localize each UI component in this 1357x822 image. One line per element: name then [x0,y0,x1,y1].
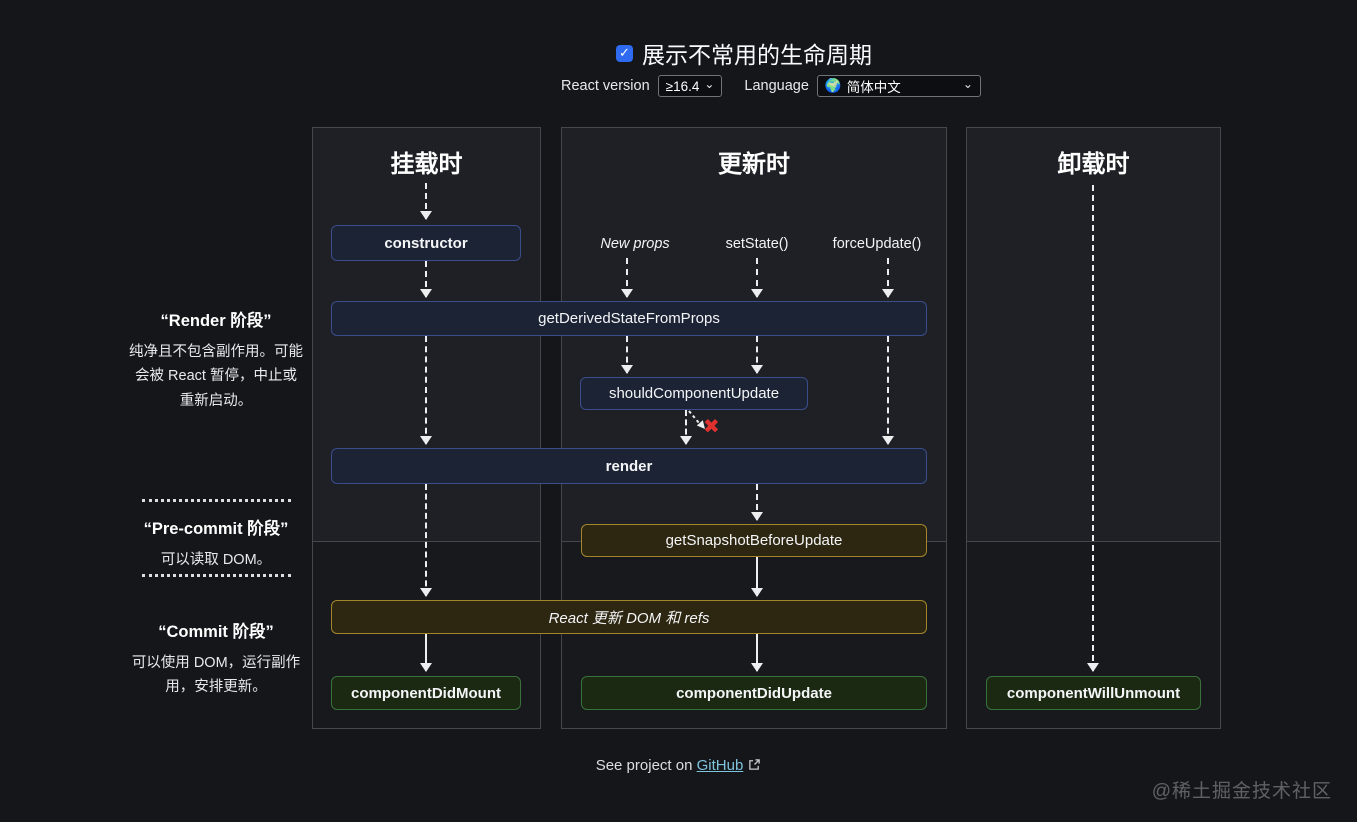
method-cwu-label: componentWillUnmount [1006,684,1181,702]
react-updates-dom-label: React 更新 DOM 和 refs [548,609,710,627]
chevron-down-icon: ⌄ [962,77,973,91]
method-should-component-update[interactable]: shouldComponentUpdate [580,377,808,410]
arrow-scu-false-branch [688,410,705,429]
external-link-icon [749,759,761,770]
react-version-label: React version [561,78,650,94]
arrow-setstate-to-gdsfp [751,258,763,298]
method-get-derived-state-from-props[interactable]: getDerivedStateFromProps [331,301,927,336]
language-select[interactable]: 🌍 简体中文 ⌄ [816,75,981,97]
arrow-render-to-reactdom-mount [420,484,432,597]
arrow-scu-to-render [680,410,692,445]
chevron-down-icon: ⌄ [704,77,715,91]
phase-precommit-title: “Pre-commit 阶段” [143,520,289,538]
react-updates-dom-box: React 更新 DOM 和 refs [331,600,927,634]
react-version-value: ≥16.4 [665,78,700,94]
method-constructor[interactable]: constructor [331,225,521,261]
method-component-did-mount[interactable]: componentDidMount [331,676,521,710]
method-scu-label: shouldComponentUpdate [608,385,780,402]
footer-text: See project on [595,757,697,774]
column-updating: 更新时 [561,127,947,729]
show-uncommon-label[interactable]: 展示不常用的生命周期 [642,42,872,68]
column-updating-title: 更新时 [718,151,790,178]
phase-render-desc: 纯净且不包含副作用。可能会被 React 暂停，中止或重新启动。 [129,344,303,409]
watermark: @稀土掘金技术社区 [1151,781,1332,802]
method-gdsfp-label: getDerivedStateFromProps [538,310,720,327]
arrow-reactdom-to-cdu [751,634,763,672]
method-render-label: render [605,457,653,475]
method-cdm-label: componentDidMount [351,684,501,702]
globe-icon: 🌍 [824,78,842,93]
arrow-gsbu-to-reactdom [751,557,763,597]
phase-commit-desc: 可以使用 DOM，运行副作用，安排更新。 [131,655,301,696]
method-component-will-unmount[interactable]: componentWillUnmount [986,676,1201,710]
phase-divider [142,499,291,502]
arrow-mount-to-constructor [420,183,432,220]
column-mounting-title: 挂载时 [390,151,463,178]
language-label: Language [744,78,809,94]
check-icon: ✓ [619,45,630,60]
trigger-new-props: New props [600,236,670,252]
arrow-forceupdate-to-render [882,336,894,445]
trigger-force-update[interactable]: forceUpdate() [832,236,922,252]
arrow-unmount-to-cwu [1087,185,1099,672]
phase-divider [142,574,291,577]
arrow-render-to-gsbu [751,484,763,521]
method-cdu-label: componentDidUpdate [676,684,832,702]
phase-precommit-block: “Pre-commit 阶段” 可以读取 DOM。 [128,515,304,572]
method-gsbu-label: getSnapshotBeforeUpdate [665,532,843,549]
method-render[interactable]: render [331,448,927,484]
react-version-select[interactable]: ≥16.4 ⌄ [657,75,723,97]
footer: See project on GitHub [0,757,1357,774]
arrow-gdsfp-to-scu-left [621,336,633,374]
method-get-snapshot-before-update[interactable]: getSnapshotBeforeUpdate [581,524,927,557]
controls-row: React version ≥16.4 ⌄ Language 🌍 简体中文 ⌄ [561,74,981,98]
method-constructor-label: constructor [384,234,468,252]
arrow-gdsfp-to-render-mount [420,336,432,445]
phase-commit-block: “Commit 阶段” 可以使用 DOM，运行副作用，安排更新。 [128,618,304,700]
phase-commit-title: “Commit 阶段” [158,623,274,641]
method-component-did-update[interactable]: componentDidUpdate [581,676,927,710]
phase-render-block: “Render 阶段” 纯净且不包含副作用。可能会被 React 暂停，中止或重… [128,307,304,413]
trigger-set-state[interactable]: setState() [725,236,789,252]
arrow-newprops-to-gdsfp [621,258,633,298]
column-unmounting-title: 卸载时 [1057,151,1130,178]
show-uncommon-toggle-row: ✓ 展示不常用的生命周期 [616,36,872,70]
phase-precommit-desc: 可以读取 DOM。 [160,552,272,568]
phase-render-title: “Render 阶段” [160,312,272,330]
language-value: 简体中文 [846,80,901,95]
blocked-x-icon: ✖ [703,416,720,438]
show-uncommon-checkbox[interactable]: ✓ [616,44,633,62]
arrow-forceupdate-to-gdsfp [882,258,894,298]
arrow-gdsfp-to-scu-right [751,336,763,374]
github-link[interactable]: GitHub [696,757,744,774]
arrow-constructor-to-gdsfp [420,261,432,298]
arrow-reactdom-to-cdm [420,634,432,672]
